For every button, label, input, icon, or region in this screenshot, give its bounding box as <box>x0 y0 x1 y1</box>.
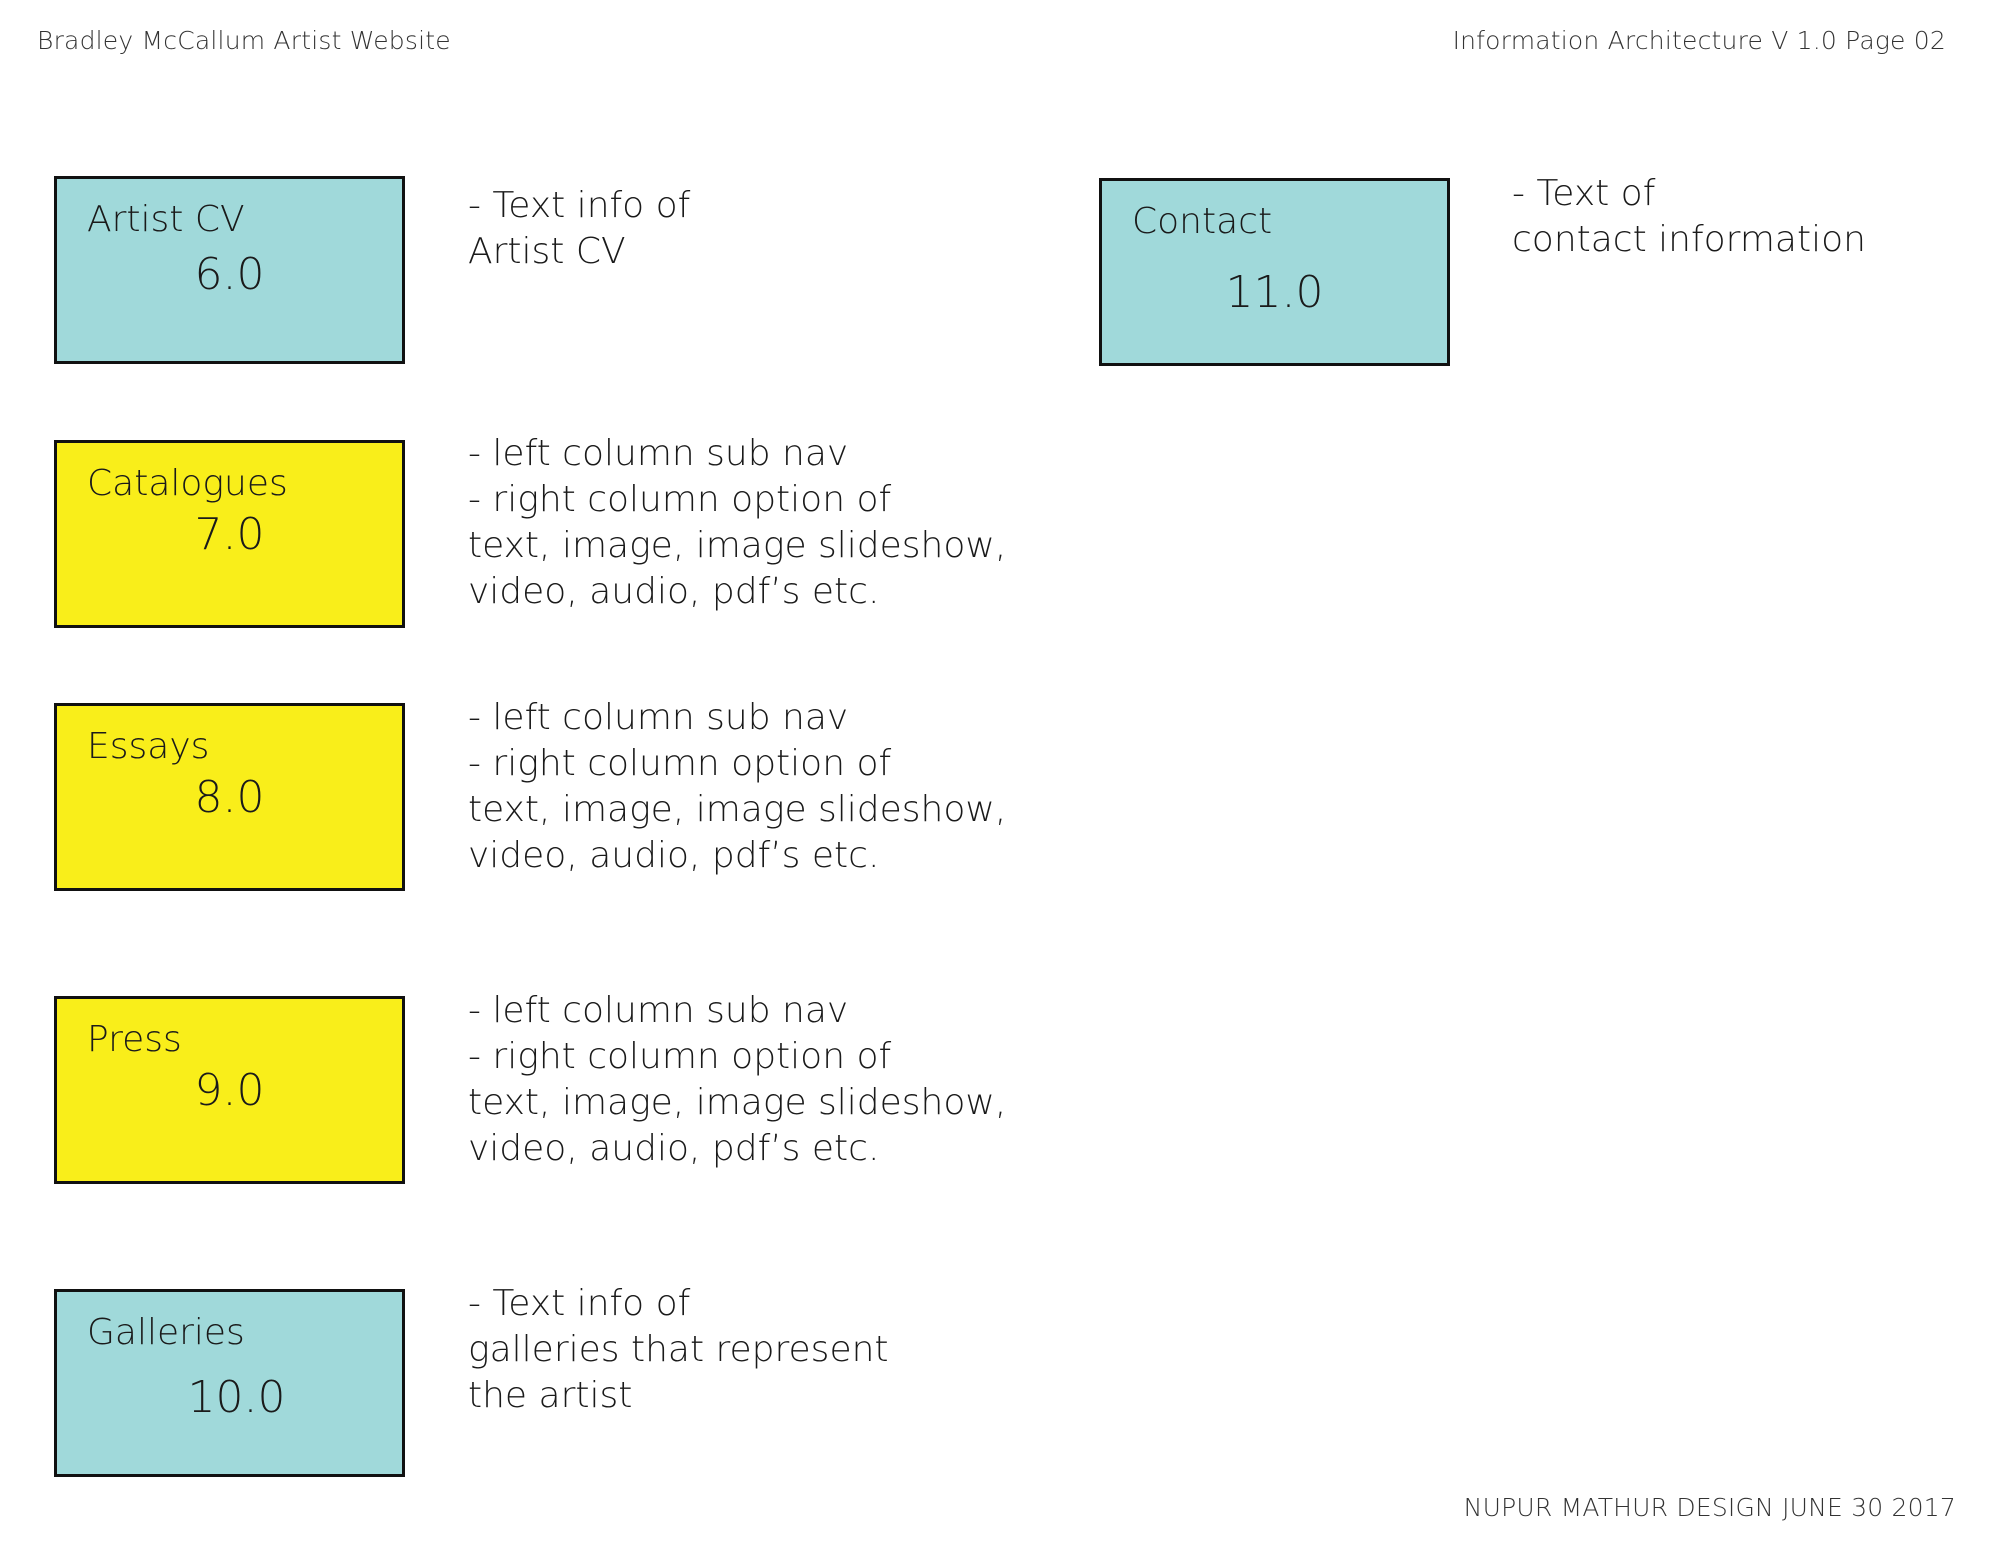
node-number: 7.0 <box>194 509 265 560</box>
node-essays: Essays 8.0 <box>54 703 405 891</box>
node-description-catalogues: - left column sub nav - right column opt… <box>468 431 1006 615</box>
description-line: - right column option of <box>468 1036 892 1077</box>
node-number: 9.0 <box>194 1065 265 1116</box>
page-info: Information Architecture V 1.0 Page 02 <box>1452 26 1946 55</box>
node-label: Catalogues <box>87 463 288 504</box>
description-line: - left column sub nav <box>468 990 849 1031</box>
description-line: - left column sub nav <box>468 697 849 738</box>
description-line: - left column sub nav <box>468 433 849 474</box>
node-label: Essays <box>87 726 210 767</box>
node-galleries: Galleries 10.0 <box>54 1289 405 1477</box>
node-number: 10.0 <box>187 1372 286 1423</box>
node-description-galleries: - Text info of galleries that represent … <box>468 1281 889 1419</box>
node-number: 11.0 <box>1225 267 1324 318</box>
node-description-press: - left column sub nav - right column opt… <box>468 988 1006 1172</box>
node-contact: Contact 11.0 <box>1099 178 1450 366</box>
description-line: - Text info of <box>468 1283 691 1324</box>
node-description-artist-cv: - Text info of Artist CV <box>468 183 690 275</box>
node-label: Contact <box>1132 201 1273 242</box>
description-line: - Text info of <box>468 185 691 226</box>
node-catalogues: Catalogues 7.0 <box>54 440 405 628</box>
node-number: 8.0 <box>194 772 265 823</box>
footer-credit: NUPUR MATHUR DESIGN JUNE 30 2017 <box>1463 1493 1956 1522</box>
node-artist-cv: Artist CV 6.0 <box>54 176 405 364</box>
site-title: Bradley McCallum Artist Website <box>37 26 451 55</box>
description-line: - Text of <box>1512 173 1656 214</box>
description-line: - right column option of <box>468 743 892 784</box>
node-label: Press <box>87 1019 182 1060</box>
description-line: galleries that represent <box>468 1329 889 1370</box>
description-line: text, image, image slideshow, <box>468 789 1007 830</box>
node-number: 6.0 <box>194 249 265 300</box>
node-label: Galleries <box>87 1312 245 1353</box>
description-line: text, image, image slideshow, <box>468 525 1007 566</box>
node-description-essays: - left column sub nav - right column opt… <box>468 695 1006 879</box>
description-line: contact information <box>1512 219 1866 260</box>
description-line: - right column option of <box>468 479 892 520</box>
description-line: video, audio, pdf’s etc. <box>468 571 880 612</box>
description-line: text, image, image slideshow, <box>468 1082 1007 1123</box>
node-label: Artist CV <box>87 199 245 240</box>
description-line: video, audio, pdf’s etc. <box>468 1128 880 1169</box>
description-line: Artist CV <box>468 231 626 272</box>
node-press: Press 9.0 <box>54 996 405 1184</box>
description-line: video, audio, pdf’s etc. <box>468 835 880 876</box>
description-line: the artist <box>468 1375 633 1416</box>
node-description-contact: - Text of contact information <box>1512 171 1866 263</box>
